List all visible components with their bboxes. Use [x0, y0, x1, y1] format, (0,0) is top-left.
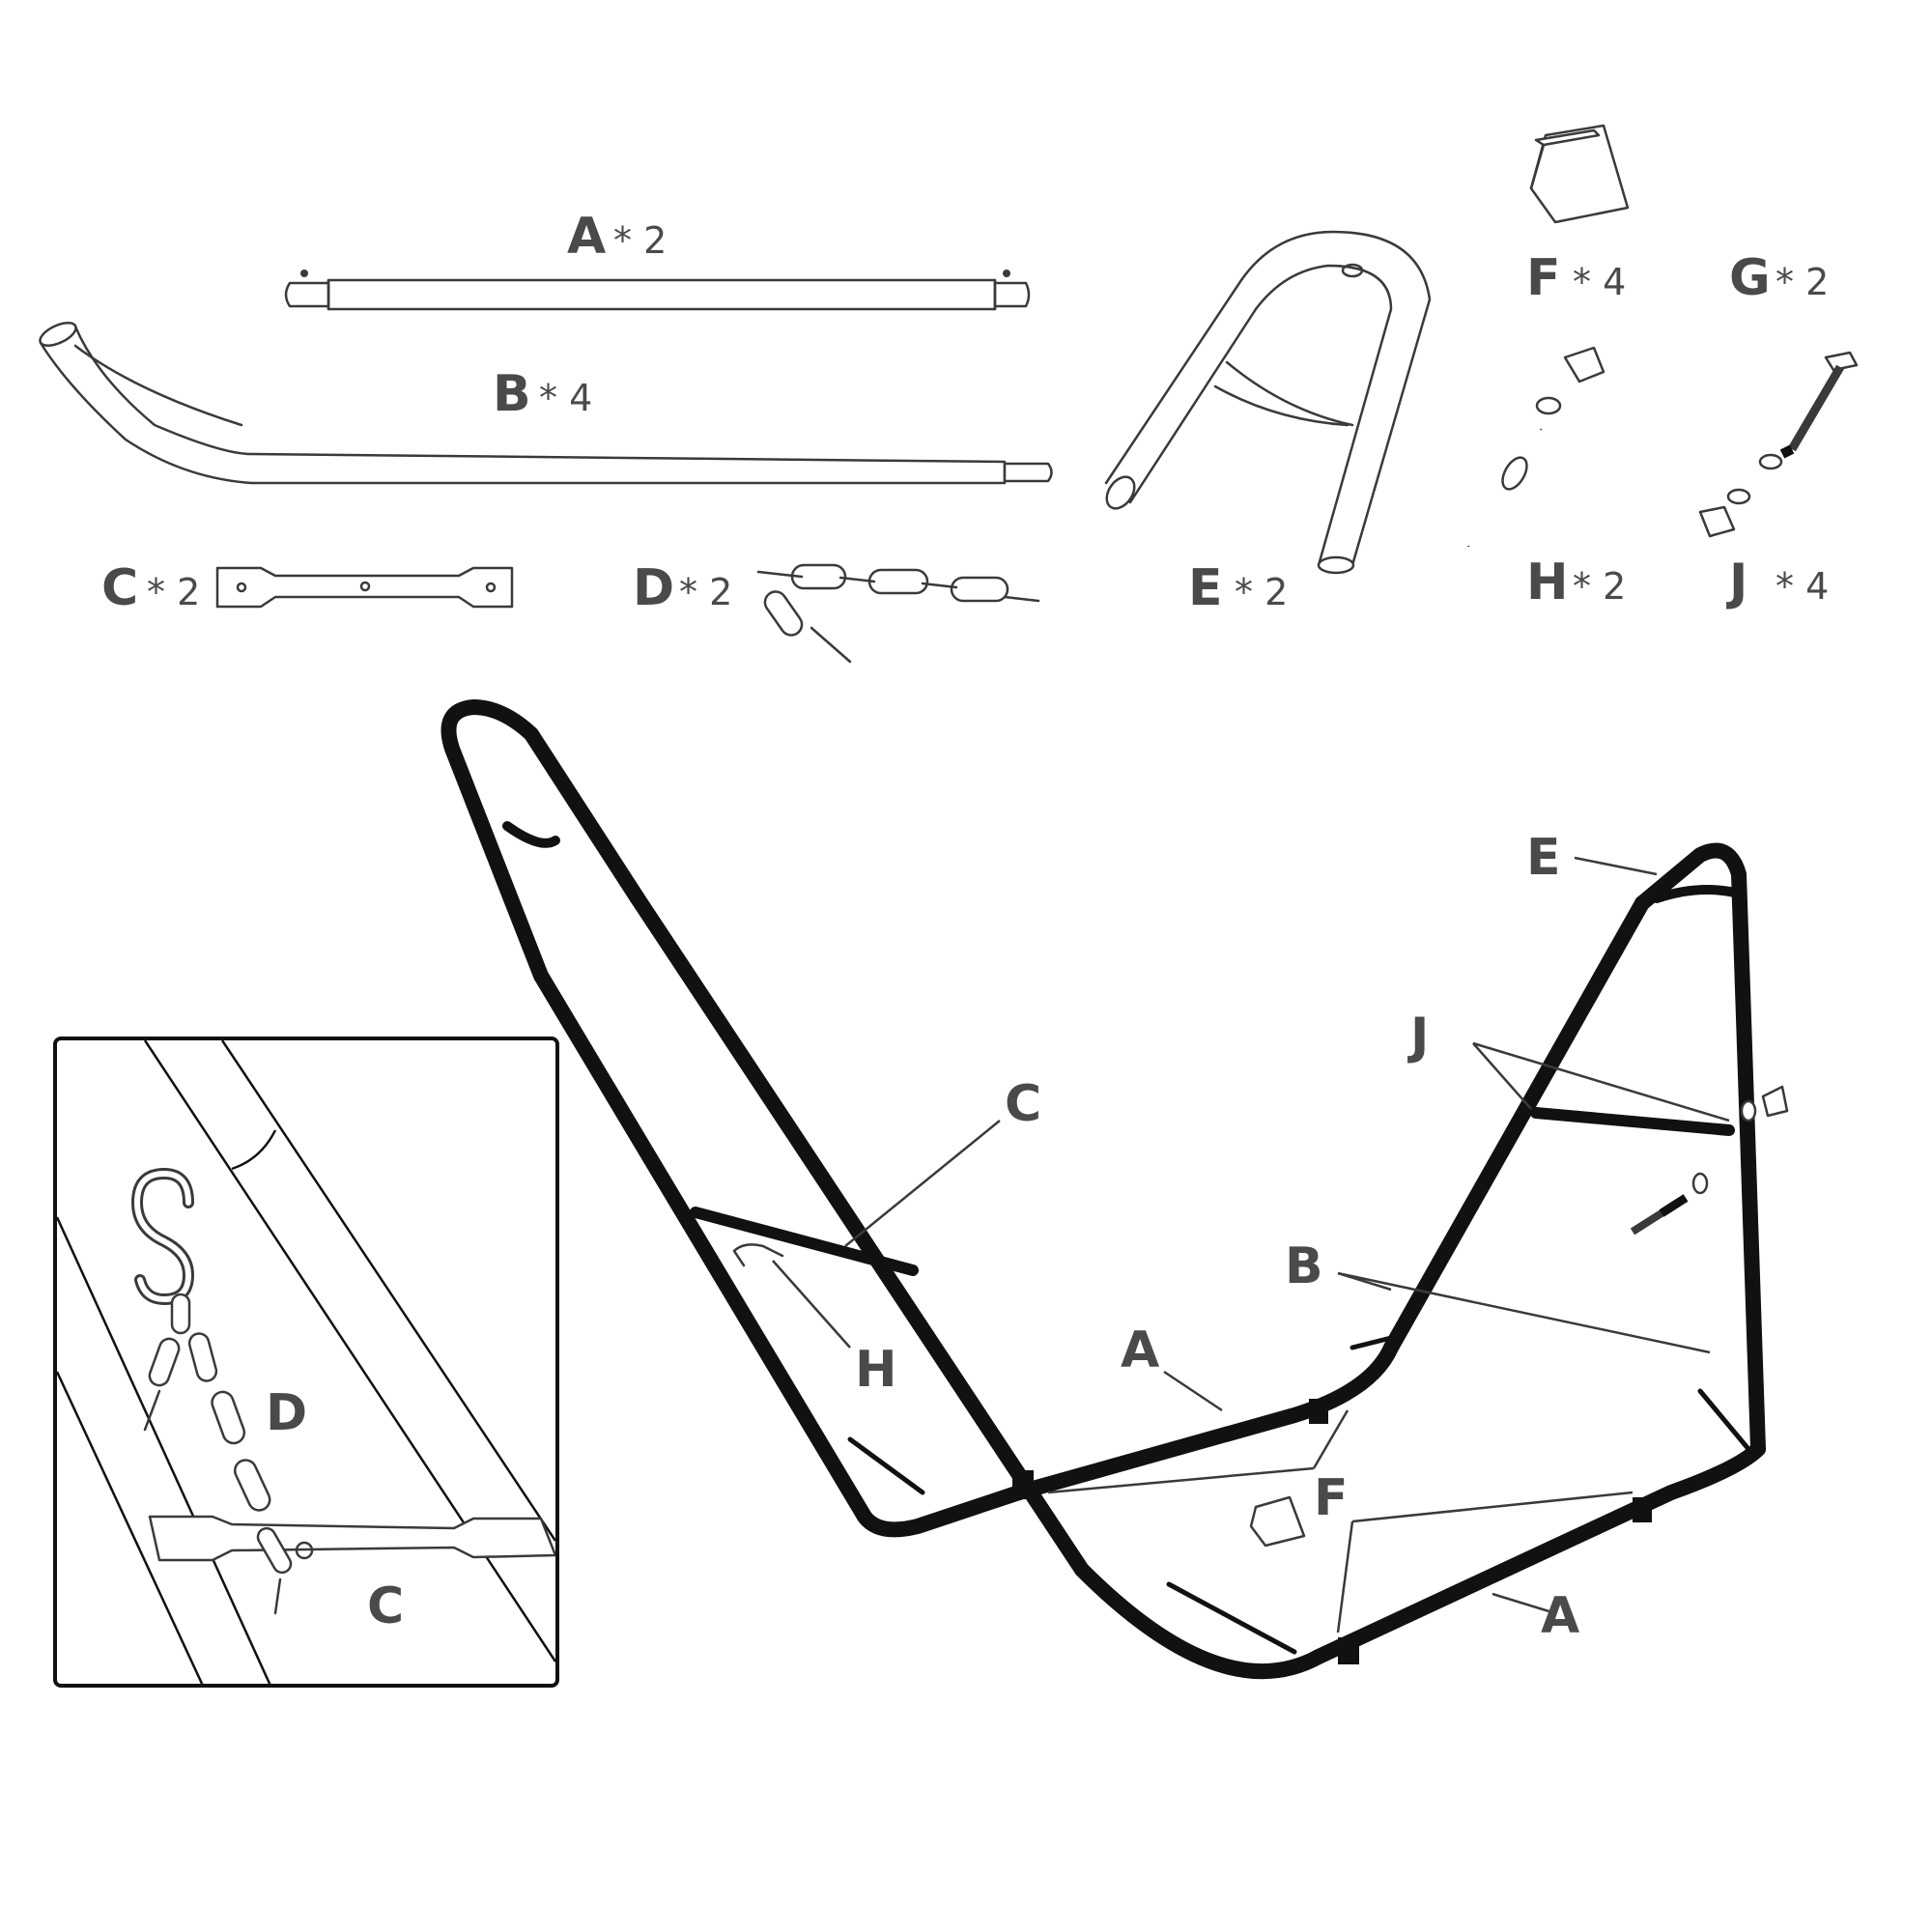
assembly-label-h: H	[855, 1341, 897, 1399]
assembly-label-e: E	[1526, 829, 1561, 887]
part-c-qty: * 2	[147, 571, 200, 613]
part-e-top	[1104, 230, 1432, 575]
part-c-letter: C	[101, 559, 138, 617]
s-hook-icon	[1744, 86, 1807, 230]
part-c-bar	[215, 566, 514, 609]
assembly-label-a-left: A	[1121, 1321, 1159, 1379]
part-b-tube	[39, 322, 1053, 485]
leader-lines	[772, 856, 1730, 1634]
part-e-letter: E	[1188, 559, 1223, 617]
eye-hook-icon	[1445, 346, 1605, 548]
part-d-qty: * 2	[679, 571, 732, 613]
part-h-letter: H	[1526, 554, 1569, 611]
assembly-label-a-right: A	[1541, 1587, 1579, 1645]
inset-detail-panel	[53, 1037, 559, 1688]
part-g-letter: G	[1729, 249, 1771, 307]
assembly-label-c: C	[1005, 1075, 1041, 1133]
bolt-icon	[1698, 351, 1859, 538]
part-a-letter: A	[567, 208, 606, 266]
s-hook-icon	[130, 1167, 195, 1306]
part-a-tube	[284, 270, 1031, 311]
assembly-label-j: J	[1407, 1008, 1429, 1065]
assembly-label-f: F	[1314, 1469, 1349, 1527]
chain-icon	[756, 563, 1040, 664]
part-j-letter: J	[1726, 554, 1747, 611]
part-g-qty: * 2	[1776, 261, 1829, 303]
chain-icon	[143, 1293, 314, 1615]
assembled-frame	[440, 699, 1766, 1680]
part-h-qty: * 2	[1573, 565, 1626, 608]
part-d-letter: D	[633, 559, 674, 617]
inset-label-c: C	[367, 1577, 404, 1635]
inset-label-d: D	[266, 1384, 307, 1442]
eye-hook-icon	[732, 1243, 784, 1267]
part-a-qty: * 2	[613, 219, 667, 262]
foot-cap-icon	[1249, 1495, 1306, 1548]
assembly-label-b: B	[1285, 1237, 1323, 1295]
part-e-qty: * 2	[1235, 571, 1288, 613]
part-b-qty: * 4	[539, 377, 592, 419]
part-f-qty: * 4	[1573, 261, 1626, 303]
part-b-letter: B	[493, 365, 531, 423]
part-f-letter: F	[1526, 249, 1561, 307]
part-j-qty: * 4	[1776, 565, 1829, 608]
foot-cap-icon	[1529, 124, 1630, 224]
bolt-icon	[1630, 1085, 1789, 1236]
